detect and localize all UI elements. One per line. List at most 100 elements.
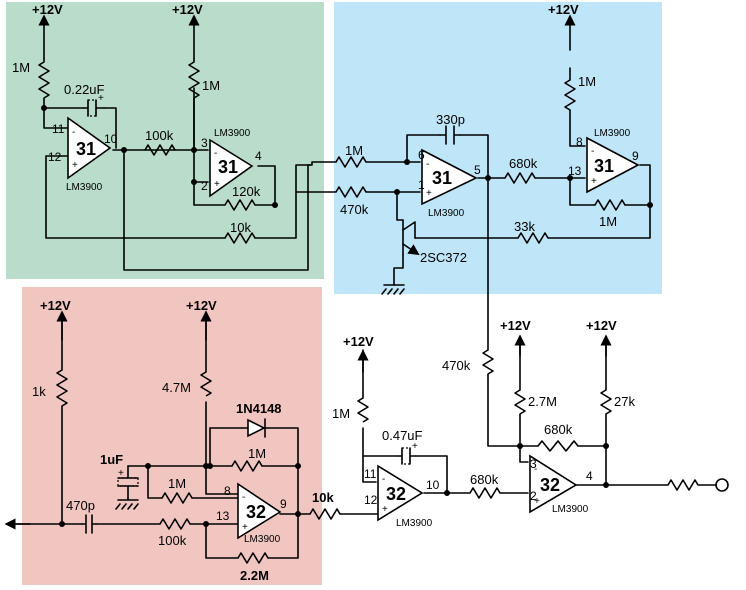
svg-text:10: 10 xyxy=(104,132,118,146)
svg-text:470p: 470p xyxy=(66,498,95,513)
svg-text:2.7M: 2.7M xyxy=(528,394,557,409)
svg-text:+12V: +12V xyxy=(548,2,579,17)
opamp-a1: -+ 31 11 12 10 LM3900 xyxy=(48,116,118,193)
supply-arrows xyxy=(4,14,612,530)
svg-text:LM3900: LM3900 xyxy=(244,534,281,545)
svg-text:+: + xyxy=(382,504,388,515)
svg-text:31: 31 xyxy=(432,168,452,188)
svg-text:9: 9 xyxy=(632,149,639,163)
svg-text:-: - xyxy=(382,474,385,485)
svg-text:32: 32 xyxy=(386,484,406,504)
resistor-g-1m-b xyxy=(188,58,200,150)
svg-text:+: + xyxy=(98,93,104,104)
svg-text:31: 31 xyxy=(594,156,614,176)
resistor-g-100k xyxy=(144,144,176,156)
resistor-b-1m-fb xyxy=(594,199,626,211)
resistor-b-1m-top xyxy=(564,79,576,111)
diode-1n4148 xyxy=(241,418,269,438)
svg-text:1M: 1M xyxy=(202,78,220,93)
region-blue xyxy=(334,2,662,294)
svg-text:+12V: +12V xyxy=(172,2,203,17)
svg-text:8: 8 xyxy=(576,135,583,149)
svg-text:31: 31 xyxy=(218,157,238,177)
svg-text:33k: 33k xyxy=(514,219,535,234)
svg-text:+: + xyxy=(426,188,432,199)
svg-text:2: 2 xyxy=(530,489,537,503)
svg-text:470k: 470k xyxy=(340,202,369,217)
svg-text:-: - xyxy=(242,492,245,503)
svg-text:10: 10 xyxy=(426,478,440,492)
capacitors: + + + xyxy=(81,93,461,534)
svg-text:1: 1 xyxy=(418,178,425,192)
svg-text:1k: 1k xyxy=(32,384,46,399)
svg-text:4.7M: 4.7M xyxy=(162,380,191,395)
svg-text:10k: 10k xyxy=(312,490,334,505)
svg-text:6: 6 xyxy=(418,148,425,162)
opamp-a6: -+ 32 11 12 10 LM3900 xyxy=(364,464,440,529)
svg-text:100k: 100k xyxy=(145,128,174,143)
svg-text:+12V: +12V xyxy=(586,318,617,333)
svg-text:10k: 10k xyxy=(230,220,251,235)
svg-text:+: + xyxy=(214,179,220,190)
svg-text:3: 3 xyxy=(201,136,208,150)
cap-0-22uf: + xyxy=(83,93,105,117)
svg-text:+12V: +12V xyxy=(343,334,374,349)
svg-text:+12V: +12V xyxy=(186,298,217,313)
svg-text:5: 5 xyxy=(474,163,481,177)
resistor-b-470k-in xyxy=(335,186,367,198)
svg-text:0.47uF: 0.47uF xyxy=(382,428,423,443)
svg-text:+12V: +12V xyxy=(500,318,531,333)
resistor-r-1m-b xyxy=(161,492,193,504)
svg-text:1M: 1M xyxy=(332,406,350,421)
svg-text:680k: 680k xyxy=(509,156,538,171)
svg-text:+: + xyxy=(118,468,124,479)
resistor-o-470k xyxy=(482,349,494,380)
svg-text:1M: 1M xyxy=(248,446,266,461)
resistor-b-1m-in xyxy=(335,156,367,168)
resistor-g-10k xyxy=(224,232,256,244)
resistor-b-680k xyxy=(504,172,536,184)
svg-text:4: 4 xyxy=(586,469,593,483)
svg-text:0.22uF: 0.22uF xyxy=(64,82,105,97)
svg-text:-: - xyxy=(214,148,217,159)
resistor-o-680k-b xyxy=(537,440,579,452)
svg-text:32: 32 xyxy=(540,475,560,495)
junction-dots xyxy=(41,105,653,527)
svg-text:4: 4 xyxy=(255,149,262,163)
svg-text:LM3900: LM3900 xyxy=(428,208,465,219)
svg-text:+: + xyxy=(242,522,248,533)
resistor-g-1m xyxy=(38,58,50,108)
svg-text:2: 2 xyxy=(201,179,208,193)
resistor-r-10k xyxy=(309,508,341,520)
svg-text:LM3900: LM3900 xyxy=(66,182,103,193)
wires xyxy=(9,67,717,559)
cap-1uf: + xyxy=(117,465,139,499)
svg-text:12: 12 xyxy=(364,493,378,507)
svg-text:3: 3 xyxy=(530,457,537,471)
output-terminal[interactable] xyxy=(715,478,729,492)
svg-text:11: 11 xyxy=(364,467,377,481)
svg-text:680k: 680k xyxy=(470,472,499,487)
svg-text:LM3900: LM3900 xyxy=(214,128,251,139)
transistor-2sc372 xyxy=(402,219,420,256)
svg-text:-: - xyxy=(72,127,75,138)
resistor-o-2m7 xyxy=(514,389,526,420)
resistor-g-120k xyxy=(224,199,256,211)
svg-text:330p: 330p xyxy=(436,112,465,127)
svg-text:32: 32 xyxy=(246,502,266,522)
cap-0-47uf: + xyxy=(397,441,418,465)
resistor-o-680k-a xyxy=(469,487,501,499)
svg-text:-: - xyxy=(426,159,429,170)
svg-text:1M: 1M xyxy=(578,74,596,89)
svg-text:-: - xyxy=(534,464,537,475)
svg-text:120k: 120k xyxy=(232,184,261,199)
svg-text:31: 31 xyxy=(76,139,96,159)
svg-text:-: - xyxy=(591,146,594,157)
resistor-r-4m7 xyxy=(200,371,212,397)
opamp-a7: -+ 32 3 2 4 LM3900 xyxy=(529,454,593,515)
svg-text:470k: 470k xyxy=(442,358,471,373)
svg-text:13: 13 xyxy=(216,509,230,523)
resistor-out xyxy=(667,479,700,491)
svg-text:+: + xyxy=(534,496,540,507)
svg-text:8: 8 xyxy=(224,484,231,498)
